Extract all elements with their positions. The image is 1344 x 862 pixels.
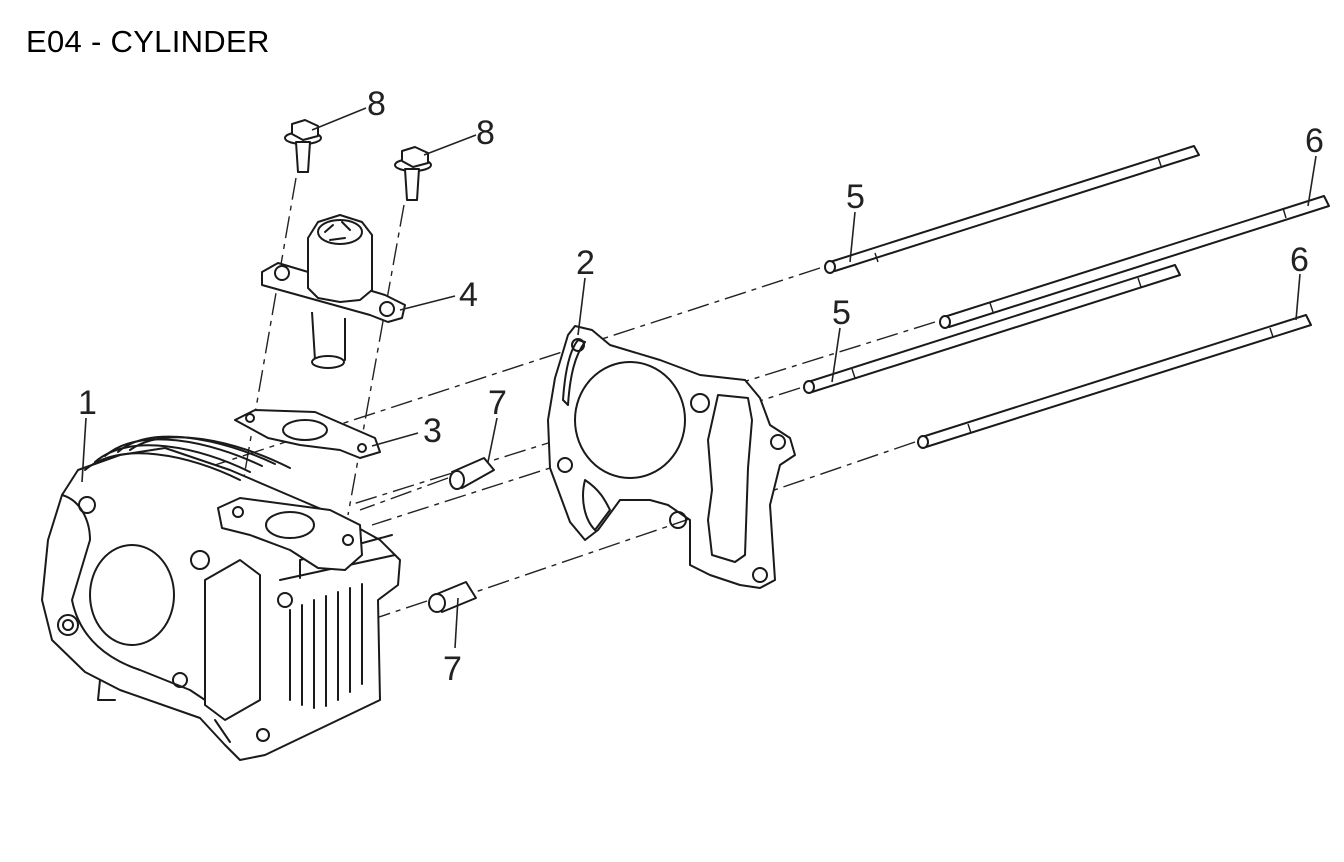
dowel-pin-upper bbox=[449, 457, 495, 490]
stud-5-upper bbox=[824, 145, 1200, 274]
callout-8-left: 8 bbox=[367, 85, 386, 123]
stud-6-upper bbox=[939, 195, 1330, 329]
page-title: E04 - CYLINDER bbox=[26, 24, 270, 59]
callout-7-upper: 7 bbox=[488, 384, 507, 422]
cylinder-part bbox=[41, 435, 401, 761]
callout-5-lower: 5 bbox=[832, 294, 851, 332]
callout-6-lower: 6 bbox=[1290, 241, 1309, 279]
callout-4: 4 bbox=[459, 276, 478, 314]
callout-5-upper: 5 bbox=[846, 178, 865, 216]
callout-6-upper: 6 bbox=[1305, 122, 1324, 160]
callout-2: 2 bbox=[576, 244, 595, 282]
tensioner-gasket-part bbox=[234, 409, 381, 459]
cylinder-gasket-part bbox=[547, 325, 796, 589]
callout-7-lower: 7 bbox=[443, 650, 462, 688]
callout-8-right: 8 bbox=[476, 114, 495, 152]
dowel-pin-lower bbox=[428, 581, 477, 613]
cam-chain-tensioner-part bbox=[261, 214, 406, 369]
leader-lines bbox=[81, 107, 1317, 649]
callout-1: 1 bbox=[78, 384, 97, 422]
callout-labels: 1 2 3 4 5 5 6 6 7 7 8 8 bbox=[78, 85, 1324, 688]
flange-bolt-right bbox=[394, 146, 432, 201]
callout-3: 3 bbox=[423, 412, 442, 450]
flange-bolt-left bbox=[284, 119, 322, 173]
stud-6-lower bbox=[917, 314, 1312, 449]
stud-5-lower bbox=[803, 264, 1181, 394]
